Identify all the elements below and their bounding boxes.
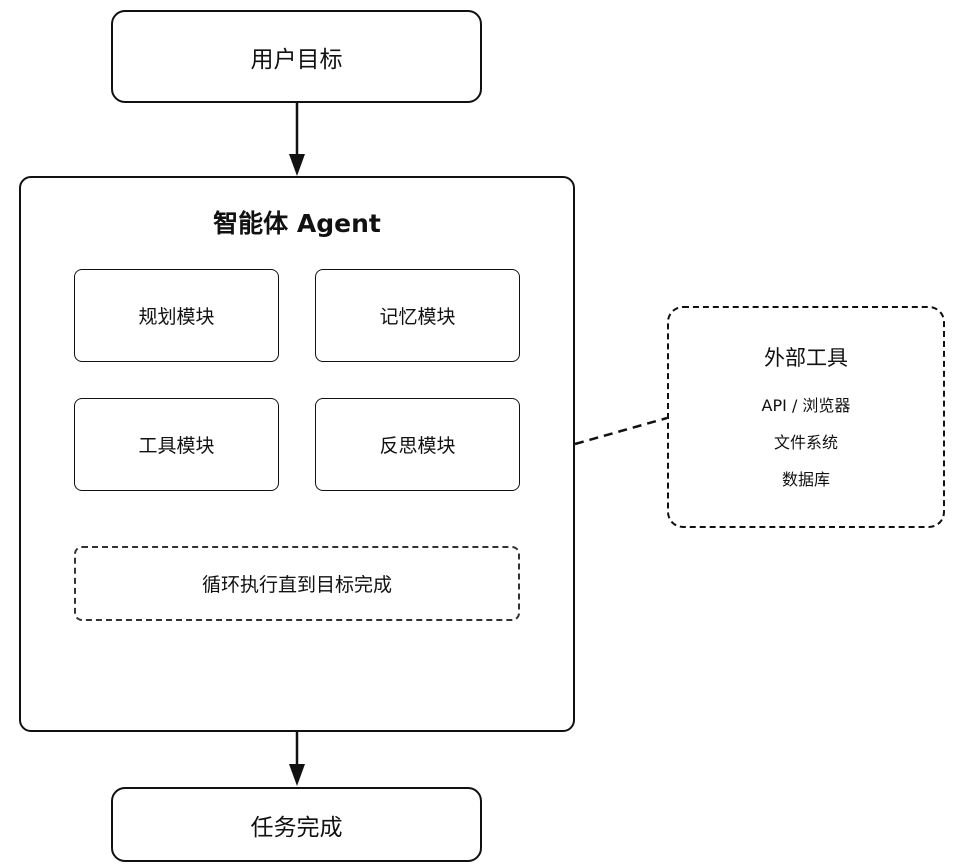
memory-module: 记忆模块 (315, 269, 520, 362)
reflection-module-label: 反思模块 (379, 435, 456, 457)
user-goal-label: 用户目标 (250, 46, 343, 73)
loop-note: 循环执行直到目标完成 (74, 546, 520, 621)
arrowhead-agent-to-complete (289, 764, 305, 786)
tools-module-label: 工具模块 (138, 435, 215, 457)
loop-note-label: 循环执行直到目标完成 (201, 574, 392, 596)
memory-module-label: 记忆模块 (379, 306, 456, 328)
user-goal-node: 用户目标 (111, 10, 482, 103)
external-tools-item-filesystem: 文件系统 (773, 433, 838, 452)
tools-module: 工具模块 (74, 398, 279, 491)
task-complete-label: 任务完成 (250, 814, 343, 841)
task-complete-node: 任务完成 (111, 787, 482, 862)
agent-title: 智能体 Agent (213, 209, 381, 238)
external-tools-item-api: API / 浏览器 (761, 396, 851, 415)
external-tools-box: 外部工具 API / 浏览器 文件系统 数据库 (667, 306, 945, 528)
planning-module: 规划模块 (74, 269, 279, 362)
reflection-module: 反思模块 (315, 398, 520, 491)
external-tools-title: 外部工具 (764, 346, 848, 370)
link-agent-external-tools (574, 416, 668, 446)
arrowhead-goal-to-agent (289, 154, 305, 176)
planning-module-label: 规划模块 (138, 306, 215, 328)
external-tools-item-database: 数据库 (781, 470, 830, 489)
